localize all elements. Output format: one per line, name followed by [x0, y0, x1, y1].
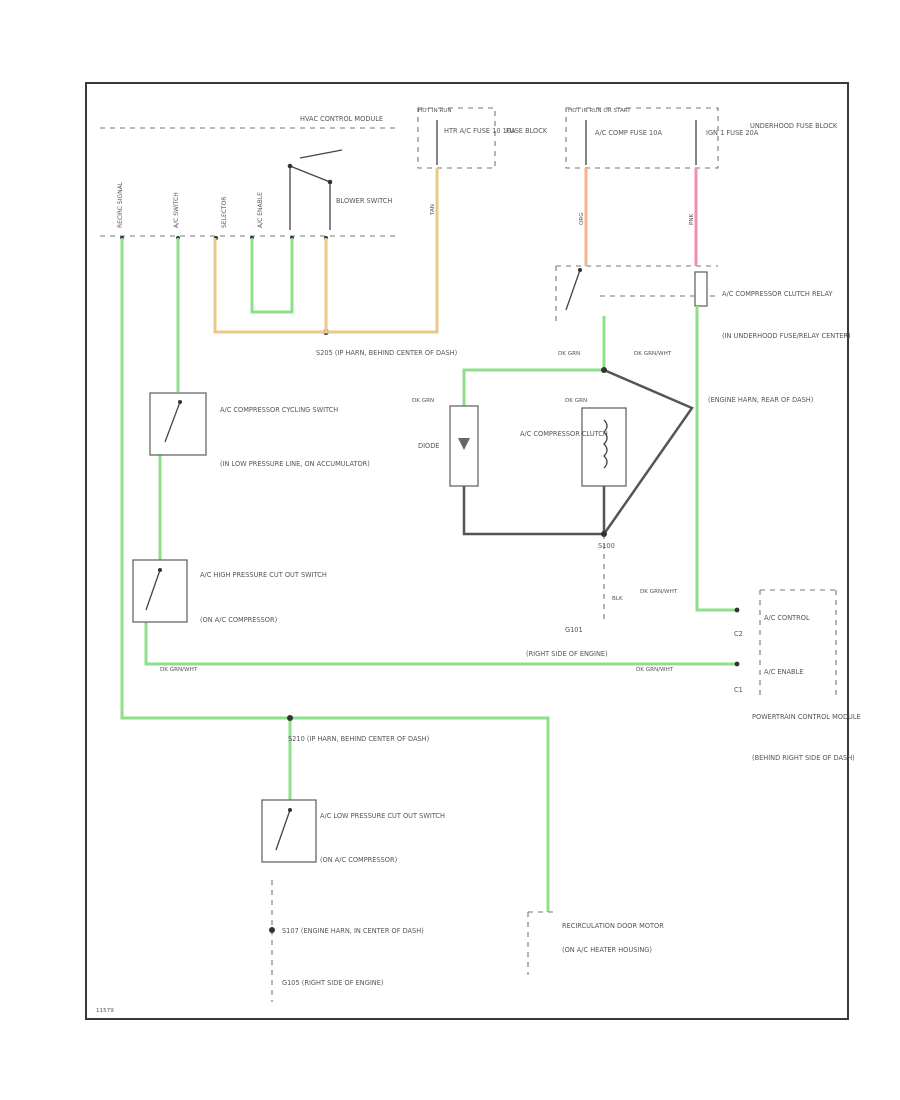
s100-splice — [601, 531, 607, 537]
clutch-feed-splice — [601, 367, 607, 373]
wire-green-high-to-pcm — [144, 620, 735, 666]
fuse-comp-label: A/C COMP FUSE 10A — [595, 129, 662, 137]
wire-green-relay-to-clutch — [462, 316, 606, 408]
pin-label-ac-enable: A/C ENABLE — [257, 192, 264, 228]
pcm-pin-c1-label: C1 — [734, 686, 743, 694]
relay-location-label: (IN UNDERHOOD FUSE/RELAY CENTER) — [722, 332, 851, 340]
tag-tan: TAN — [430, 204, 436, 216]
pcm-ac-enable: A/C ENABLE — [764, 668, 803, 676]
tag-dkgrn-4: DK GRN — [565, 398, 587, 404]
tag-pnk: PNK — [689, 213, 695, 225]
clutch-box — [581, 407, 627, 487]
relay-switch — [565, 268, 582, 311]
hot-in-run-label: HOT IN RUN — [418, 108, 452, 114]
s100-label: S100 — [598, 542, 615, 550]
pcm-pin-c2 — [734, 607, 740, 613]
hvac-connector-pins — [120, 236, 328, 240]
hot-run-start-label: HOT IN RUN OR START — [568, 108, 631, 114]
low-cutout-location: (ON A/C COMPRESSOR) — [320, 856, 397, 864]
pin-label-recirc: RECIRC SIGNAL — [117, 181, 124, 228]
pcm-pin-c1 — [734, 661, 740, 667]
s210-splice — [287, 715, 293, 721]
tag-dkgrn-3: DK GRN — [412, 398, 434, 404]
g101-location: (RIGHT SIDE OF ENGINE) — [526, 650, 608, 658]
tag-blk: BLK — [612, 596, 623, 602]
high-cutout-label: A/C HIGH PRESSURE CUT OUT SWITCH — [200, 571, 327, 579]
wire-green-selector-loop — [250, 238, 294, 314]
wire-green-relay-to-pcm — [695, 306, 735, 612]
engine-harn-label: (ENGINE HARN, REAR OF DASH) — [708, 396, 813, 404]
relay-boundary — [555, 265, 718, 322]
tag-dkgrn-1: DK GRN — [558, 351, 580, 357]
pcm-ac-control: A/C CONTROL — [764, 614, 810, 622]
cycling-switch-location: (IN LOW PRESSURE LINE, ON ACCUMULATOR) — [220, 460, 370, 468]
fuse-ac-heater-label: HTR A/C FUSE 10 10A — [444, 127, 516, 135]
cycling-switch-box — [149, 392, 207, 456]
tag-dkgrn-2: DK GRN/WHT — [634, 351, 672, 357]
wire-black-clutch-ground — [462, 486, 606, 536]
s107-label: S107 (ENGINE HARN, IN CENTER OF DASH) — [282, 927, 424, 935]
recirc-motor-location: (ON A/C HEATER HOUSING) — [562, 946, 652, 954]
wire-black-s100-link — [602, 368, 694, 535]
pcm-title: POWERTRAIN CONTROL MODULE — [752, 713, 861, 721]
pcm-pin-c2-label: C2 — [734, 630, 743, 638]
fuse-block-label: FUSE BLOCK — [506, 127, 548, 135]
low-cutout-label: A/C LOW PRESSURE CUT OUT SWITCH — [320, 812, 445, 820]
underhood-fuse-boundary — [565, 107, 719, 169]
g105-label: G105 (RIGHT SIDE OF ENGINE) — [282, 979, 383, 987]
low-cutout-contact — [275, 808, 292, 851]
diode-symbol — [458, 438, 470, 450]
tag-dkgrnwht-5: DK GRN/WHT — [640, 589, 678, 595]
blower-switch-label: BLOWER SWITCH — [336, 197, 392, 205]
cycling-switch-contact — [164, 400, 182, 443]
pin-label-selector: SELECTOR — [221, 197, 228, 228]
recirc-motor-boundary — [527, 911, 556, 975]
diode-label: DIODE — [418, 442, 439, 450]
diagram-id: 11579 — [96, 1008, 114, 1014]
hvac-module-boundary — [100, 127, 395, 237]
pcm-location: (BEHIND RIGHT SIDE OF DASH) — [752, 754, 855, 762]
s205-label: S205 (IP HARN, BEHIND CENTER OF DASH) — [316, 349, 457, 357]
s107-splice — [269, 927, 275, 933]
tag-dkgrnwht-6: DK GRN/WHT — [160, 667, 198, 673]
wire-green-recirc — [120, 238, 550, 912]
high-cutout-contact — [145, 568, 162, 611]
recirc-motor-label: RECIRCULATION DOOR MOTOR — [562, 922, 664, 930]
cycling-switch-label: A/C COMPRESSOR CYCLING SWITCH — [220, 406, 338, 414]
tag-org: ORG — [579, 212, 585, 225]
clutch-label: A/C COMPRESSOR CLUTCH — [520, 430, 608, 438]
relay-title-label: A/C COMPRESSOR CLUTCH RELAY — [722, 290, 834, 298]
pcm-boundary — [759, 589, 837, 700]
pin-label-ac-switch: A/C SWITCH — [173, 192, 180, 228]
s210-label: S210 (IP HARN, BEHIND CENTER OF DASH) — [288, 735, 429, 743]
high-cutout-location: (ON A/C COMPRESSOR) — [200, 616, 277, 624]
hvac-module-label: HVAC CONTROL MODULE — [300, 115, 383, 123]
clutch-coil — [603, 419, 608, 469]
relay-coil — [694, 271, 708, 307]
blower-switch — [287, 149, 343, 230]
underhood-fuse-label: UNDERHOOD FUSE BLOCK — [750, 122, 838, 130]
fuse-block-boundary — [417, 107, 496, 169]
diagram-frame — [85, 82, 849, 1020]
fuse-ign-label: IGN 1 FUSE 20A — [706, 129, 759, 137]
tag-dkgrnwht-7: DK GRN/WHT — [636, 667, 674, 673]
g101-label: G101 — [565, 626, 583, 634]
